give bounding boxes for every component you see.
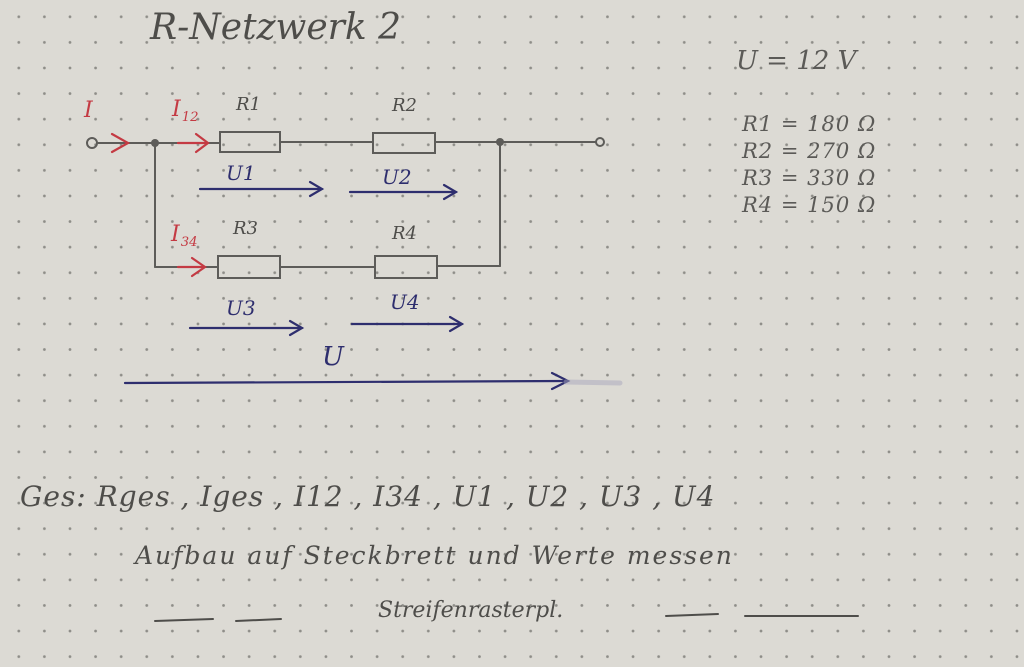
label-i34-main: I	[171, 222, 180, 247]
dash-left-1	[154, 618, 214, 622]
resistor-r2	[372, 132, 436, 154]
resistor-r1	[219, 131, 281, 153]
label-u3: U3	[226, 296, 256, 320]
resistor-r4	[374, 255, 438, 279]
label-i12-sub: 12	[181, 109, 199, 125]
voltage-arrow-u4-head	[448, 315, 465, 333]
dash-left-2	[235, 618, 282, 622]
label-u: U	[322, 342, 344, 372]
voltage-arrow-u1-head	[308, 180, 325, 198]
r3-value: R3 = 330 Ω	[742, 166, 877, 190]
label-i34-sub: 34	[180, 234, 198, 250]
output-terminal	[595, 137, 605, 147]
label-i: I	[84, 98, 93, 123]
voltage-arrow-u	[123, 379, 568, 385]
label-i12-main: I	[172, 97, 181, 122]
voltage-arrow-u2-head	[442, 183, 459, 201]
voltage-arrow-u3-head	[288, 319, 305, 337]
task-line-given: Ges: Rges , Iges , I12 , I34 , U1 , U2 ,…	[20, 480, 716, 513]
r2-value: R2 = 270 Ω	[742, 139, 877, 163]
task-line-build: Aufbau auf Steckbrett und Werte messen	[135, 541, 734, 570]
current-arrow-i34	[190, 256, 207, 278]
label-r4: R4	[392, 223, 418, 244]
label-i12: I12	[172, 97, 198, 124]
current-arrow-i12	[194, 132, 210, 154]
label-r2: R2	[392, 95, 418, 116]
label-i34: I34	[171, 222, 197, 249]
label-r3: R3	[233, 218, 259, 239]
label-u1: U1	[226, 161, 256, 185]
resistor-r3	[217, 255, 281, 279]
junction-right	[496, 138, 504, 146]
r1-value: R1 = 180 Ω	[742, 112, 877, 136]
junction-left	[151, 139, 159, 147]
input-terminal	[86, 137, 98, 149]
task-line-board: Streifenrasterpl.	[378, 598, 564, 623]
r4-value: R4 = 150 Ω	[742, 193, 877, 217]
current-arrow-i	[110, 132, 131, 154]
label-u2: U2	[382, 165, 412, 189]
page-title: R-Netzwerk 2	[150, 7, 401, 48]
label-r1: R1	[236, 94, 262, 115]
dash-right-1	[665, 613, 719, 617]
supply-voltage-value: U = 12 V	[736, 46, 857, 76]
label-u4: U4	[390, 290, 420, 314]
ink-smudge	[563, 379, 623, 386]
